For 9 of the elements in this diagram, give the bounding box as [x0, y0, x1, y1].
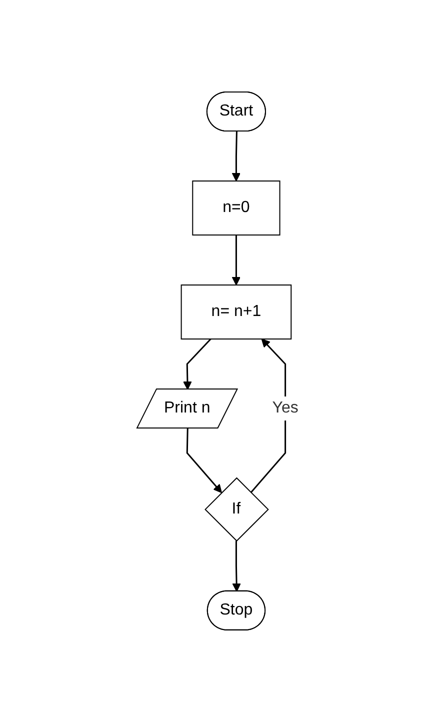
arrow [232, 540, 241, 592]
arrow [186, 428, 222, 493]
edge-label: Yes [272, 399, 298, 416]
arrow [232, 234, 240, 285]
arrow [182, 338, 212, 390]
node-box: n= n+1 [180, 284, 292, 340]
node-diamond: If [204, 476, 269, 542]
arrow [232, 131, 240, 181]
node-box: n=0 [192, 180, 280, 236]
